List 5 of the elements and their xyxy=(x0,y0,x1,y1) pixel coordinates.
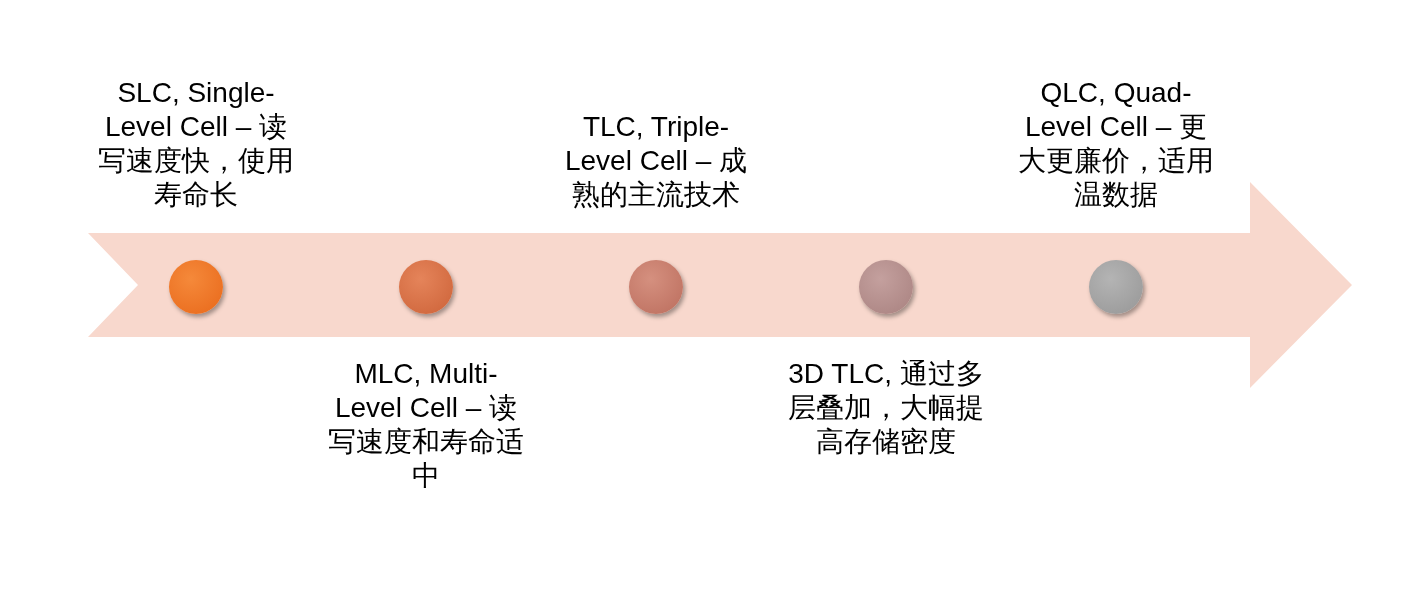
milestone-label: TLC, Triple-Level Cell – 成熟的主流技术 xyxy=(563,110,749,212)
milestone-label: QLC, Quad-Level Cell – 更大更廉价，适用温数据 xyxy=(1017,76,1215,212)
milestone-label: MLC, Multi-Level Cell – 读写速度和寿命适中 xyxy=(327,357,525,493)
milestone-label: SLC, Single-Level Cell – 读写速度快，使用寿命长 xyxy=(97,76,295,212)
milestone-label: 3D TLC, 通过多层叠加，大幅提高存储密度 xyxy=(787,357,985,459)
